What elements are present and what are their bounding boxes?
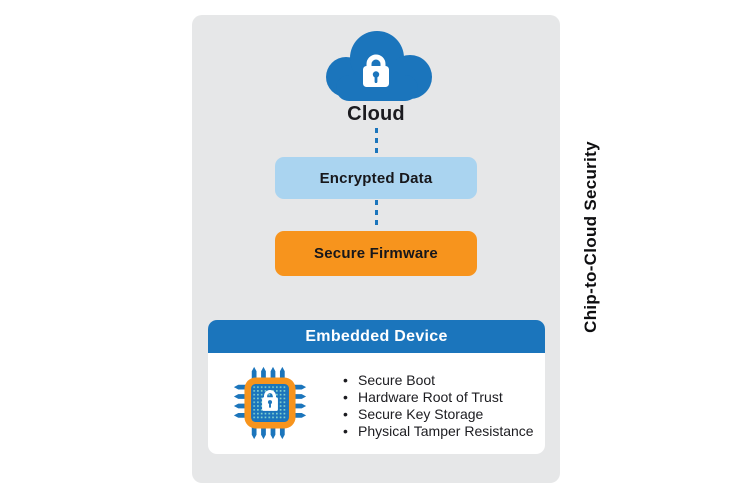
encrypted-data-box: Encrypted Data (275, 157, 477, 199)
device-feature-list: Secure Boot Hardware Root of Trust Secur… (343, 372, 534, 440)
connector-cloud-to-encrypted (374, 128, 378, 156)
feature-physical-tamper-resistance: Physical Tamper Resistance (343, 423, 534, 440)
lock-glyph (363, 54, 389, 87)
secure-firmware-label: Secure Firmware (314, 245, 438, 262)
secure-firmware-box: Secure Firmware (275, 231, 477, 276)
diagram-panel: Cloud Encrypted Data Secure Firmware Emb… (192, 15, 560, 483)
page-title: Chip-to-Cloud Security (581, 141, 600, 333)
embedded-device-title: Embedded Device (305, 327, 448, 345)
feature-secure-key-storage: Secure Key Storage (343, 406, 534, 423)
lock-glyph (262, 389, 278, 411)
feature-hardware-root-of-trust: Hardware Root of Trust (343, 389, 534, 406)
connector-encrypted-to-firmware (374, 200, 378, 230)
embedded-device-body: Secure Boot Hardware Root of Trust Secur… (208, 353, 545, 454)
cloud-label: Cloud (347, 103, 405, 125)
cloud-lock-icon (320, 29, 432, 103)
embedded-device-card: Embedded Device (208, 320, 545, 454)
feature-secure-boot: Secure Boot (343, 372, 534, 389)
embedded-device-header: Embedded Device (208, 320, 545, 353)
chip-lock-icon (233, 366, 307, 440)
encrypted-data-label: Encrypted Data (319, 169, 433, 187)
